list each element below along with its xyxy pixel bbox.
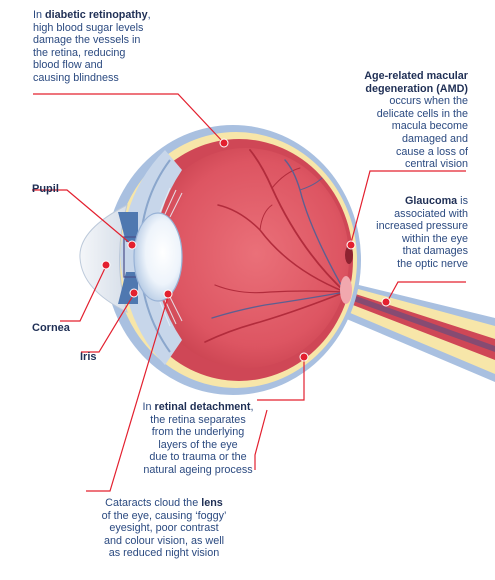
macula bbox=[345, 246, 353, 264]
leader-lines bbox=[32, 93, 466, 492]
cataracts-line-2: of the eye, causing ‘foggy’ bbox=[101, 509, 227, 522]
detachment-line-1: In retinal detachment, bbox=[142, 401, 254, 413]
diabetic-retinopathy-term: diabetic retinopathy bbox=[45, 9, 148, 21]
diabetic-line-1: In diabetic retinopathy, bbox=[33, 9, 151, 21]
glaucoma-callout: Glaucoma is associated with increased pr… bbox=[352, 195, 468, 271]
amd-line-3: macula become bbox=[391, 120, 468, 133]
cataracts-line-5: as reduced night vision bbox=[108, 547, 220, 560]
amd-line-1: occurs when the bbox=[389, 95, 468, 108]
amd-term-line-2: degeneration (AMD) bbox=[365, 82, 468, 95]
retinal-vessels bbox=[204, 149, 346, 343]
diabetic-line-6: causing blindness bbox=[33, 71, 119, 84]
cataracts-line-4: and colour vision, as well bbox=[103, 534, 225, 547]
glaucoma-line-3: increased pressure bbox=[376, 220, 468, 233]
lens-shape bbox=[133, 212, 183, 302]
detachment-line-3: from the underlying bbox=[151, 426, 245, 439]
diabetic-line-2: high blood sugar levels bbox=[33, 21, 144, 34]
amd-term-line-1: Age-related macular bbox=[364, 70, 468, 82]
pupil-label: Pupil bbox=[32, 183, 59, 195]
cataracts-line-1: Cataracts cloud the lens bbox=[105, 497, 223, 509]
retinal-detachment-callout: In retinal detachment, the retina separa… bbox=[118, 401, 278, 477]
iris-shape bbox=[118, 212, 138, 242]
amd-line-4: damaged and bbox=[401, 132, 468, 145]
vitreous-body bbox=[143, 148, 349, 368]
cornea-shape bbox=[79, 204, 128, 313]
cataracts-callout: Cataracts cloud the lens of the eye, cau… bbox=[76, 497, 252, 560]
diabetic-line-3: damage the vessels in bbox=[33, 34, 141, 47]
cornea-label: Cornea bbox=[32, 322, 70, 334]
lens-term: lens bbox=[201, 497, 223, 509]
glaucoma-line-4: within the eye bbox=[401, 232, 468, 245]
diabetic-retinopathy-callout: In diabetic retinopathy, high blood suga… bbox=[33, 9, 203, 85]
glaucoma-line-6: the optic nerve bbox=[397, 257, 468, 270]
detachment-line-2: the retina separates bbox=[150, 413, 246, 426]
glaucoma-line-1: Glaucoma is bbox=[404, 195, 468, 207]
amd-line-2: delicate cells in the bbox=[376, 107, 468, 120]
glaucoma-term: Glaucoma bbox=[404, 195, 458, 207]
detachment-line-4: layers of the eye bbox=[158, 438, 238, 451]
iris-label: Iris bbox=[80, 351, 97, 363]
optic-disc bbox=[340, 276, 352, 304]
retinal-detachment-term: retinal detachment bbox=[154, 401, 251, 413]
amd-line-5: cause a loss of bbox=[395, 145, 468, 158]
optic-nerve bbox=[330, 278, 495, 382]
glaucoma-line-5: that damages bbox=[402, 245, 468, 258]
amd-callout: Age-related macular degeneration (AMD) o… bbox=[322, 70, 468, 171]
glaucoma-line-2: associated with bbox=[394, 207, 468, 220]
diabetic-line-4: the retina, reducing bbox=[33, 46, 126, 59]
cataracts-line-3: eyesight, poor contrast bbox=[109, 522, 219, 535]
detachment-line-5: due to trauma or the bbox=[149, 451, 247, 464]
diabetic-line-5: blood flow and bbox=[33, 59, 103, 72]
amd-line-6: central vision bbox=[404, 158, 468, 171]
target-dots bbox=[101, 138, 391, 362]
detachment-line-6: natural ageing process bbox=[143, 463, 253, 476]
